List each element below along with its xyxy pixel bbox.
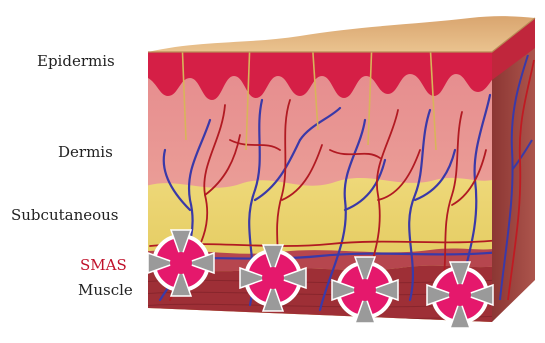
side-face [490, 15, 540, 325]
focus-center [354, 279, 376, 301]
focus-center [170, 252, 192, 274]
label-smas: SMAS [80, 256, 127, 274]
label-subcutaneous: Subcutaneous [11, 206, 119, 224]
focus-center [262, 267, 284, 289]
skin-surface [148, 16, 535, 52]
label-epidermis: Epidermis [37, 52, 115, 70]
focus-center [449, 284, 471, 306]
label-muscle: Muscle [78, 281, 133, 299]
label-dermis: Dermis [58, 143, 113, 161]
